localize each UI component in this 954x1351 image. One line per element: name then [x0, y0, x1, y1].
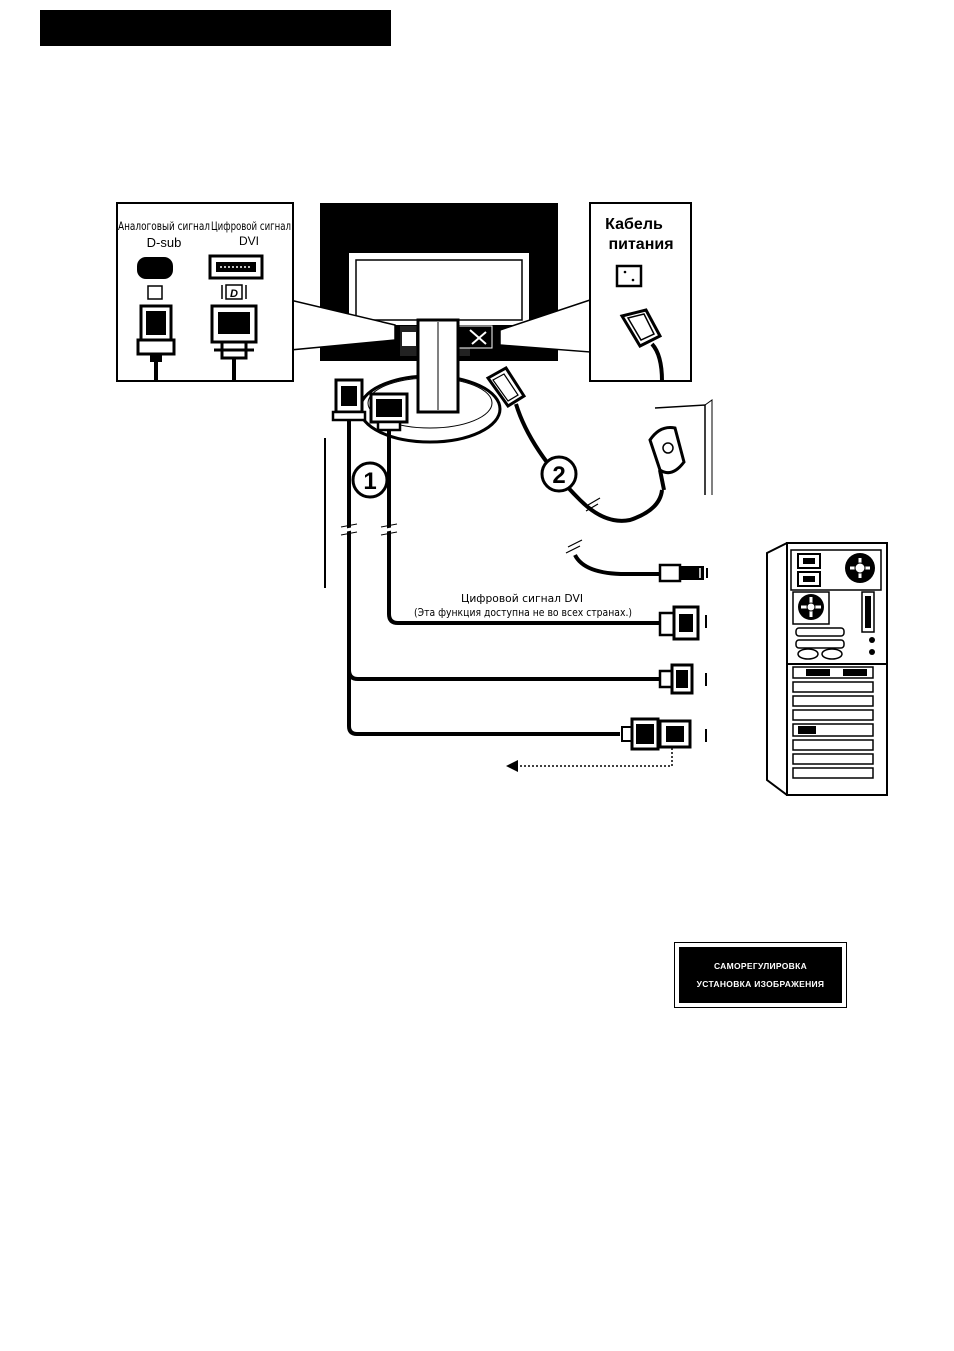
- digital-signal-label: Цифровой сигнал: [211, 219, 291, 233]
- analog-signal-sub: D-sub: [147, 235, 182, 250]
- osd-auto-adjust-label: САМОРЕГУЛИРОВКА: [714, 961, 807, 971]
- step-1-number: 1: [363, 468, 376, 495]
- signal-cables: [349, 420, 660, 734]
- osd-menu-preview: САМОРЕГУЛИРОВКА УСТАНОВКА ИЗОБРАЖЕНИЯ: [674, 942, 847, 1008]
- vga-plug-icon: [333, 380, 365, 420]
- step-2-number: 2: [552, 462, 565, 489]
- mac-adapter-icon: [506, 719, 706, 772]
- wall-outlet-icon: [650, 400, 712, 495]
- osd-menu-panel: САМОРЕГУЛИРОВКА УСТАНОВКА ИЗОБРАЖЕНИЯ: [679, 947, 842, 1003]
- osd-image-setup-label: УСТАНОВКА ИЗОБРАЖЕНИЯ: [697, 979, 825, 989]
- step-2-marker: 2: [542, 457, 576, 491]
- power-cable-label-2: питания: [608, 236, 673, 253]
- connector-panel-right: Кабель питания: [590, 203, 691, 381]
- power-plug-icon: [660, 565, 707, 581]
- analog-signal-label: Аналоговый сигнал: [118, 219, 210, 233]
- power-socket-icon: [617, 266, 641, 286]
- pc-tower-icon: [767, 543, 887, 795]
- dvi-note-line2: (Эта функция доступна не во всех странах…: [414, 606, 632, 619]
- step-1-marker: 1: [353, 463, 387, 497]
- connector-panel-left: Аналоговый сигнал D-sub Цифровой сигнал …: [117, 203, 293, 381]
- power-cable-label-1: Кабель: [605, 216, 663, 233]
- dvi-note-line1: Цифровой сигнал DVI: [461, 592, 583, 605]
- svg-text:D: D: [230, 288, 238, 300]
- vga-plug-icon: [660, 665, 706, 693]
- dvi-plug-icon: [660, 607, 706, 639]
- digital-signal-sub: DVI: [239, 234, 259, 248]
